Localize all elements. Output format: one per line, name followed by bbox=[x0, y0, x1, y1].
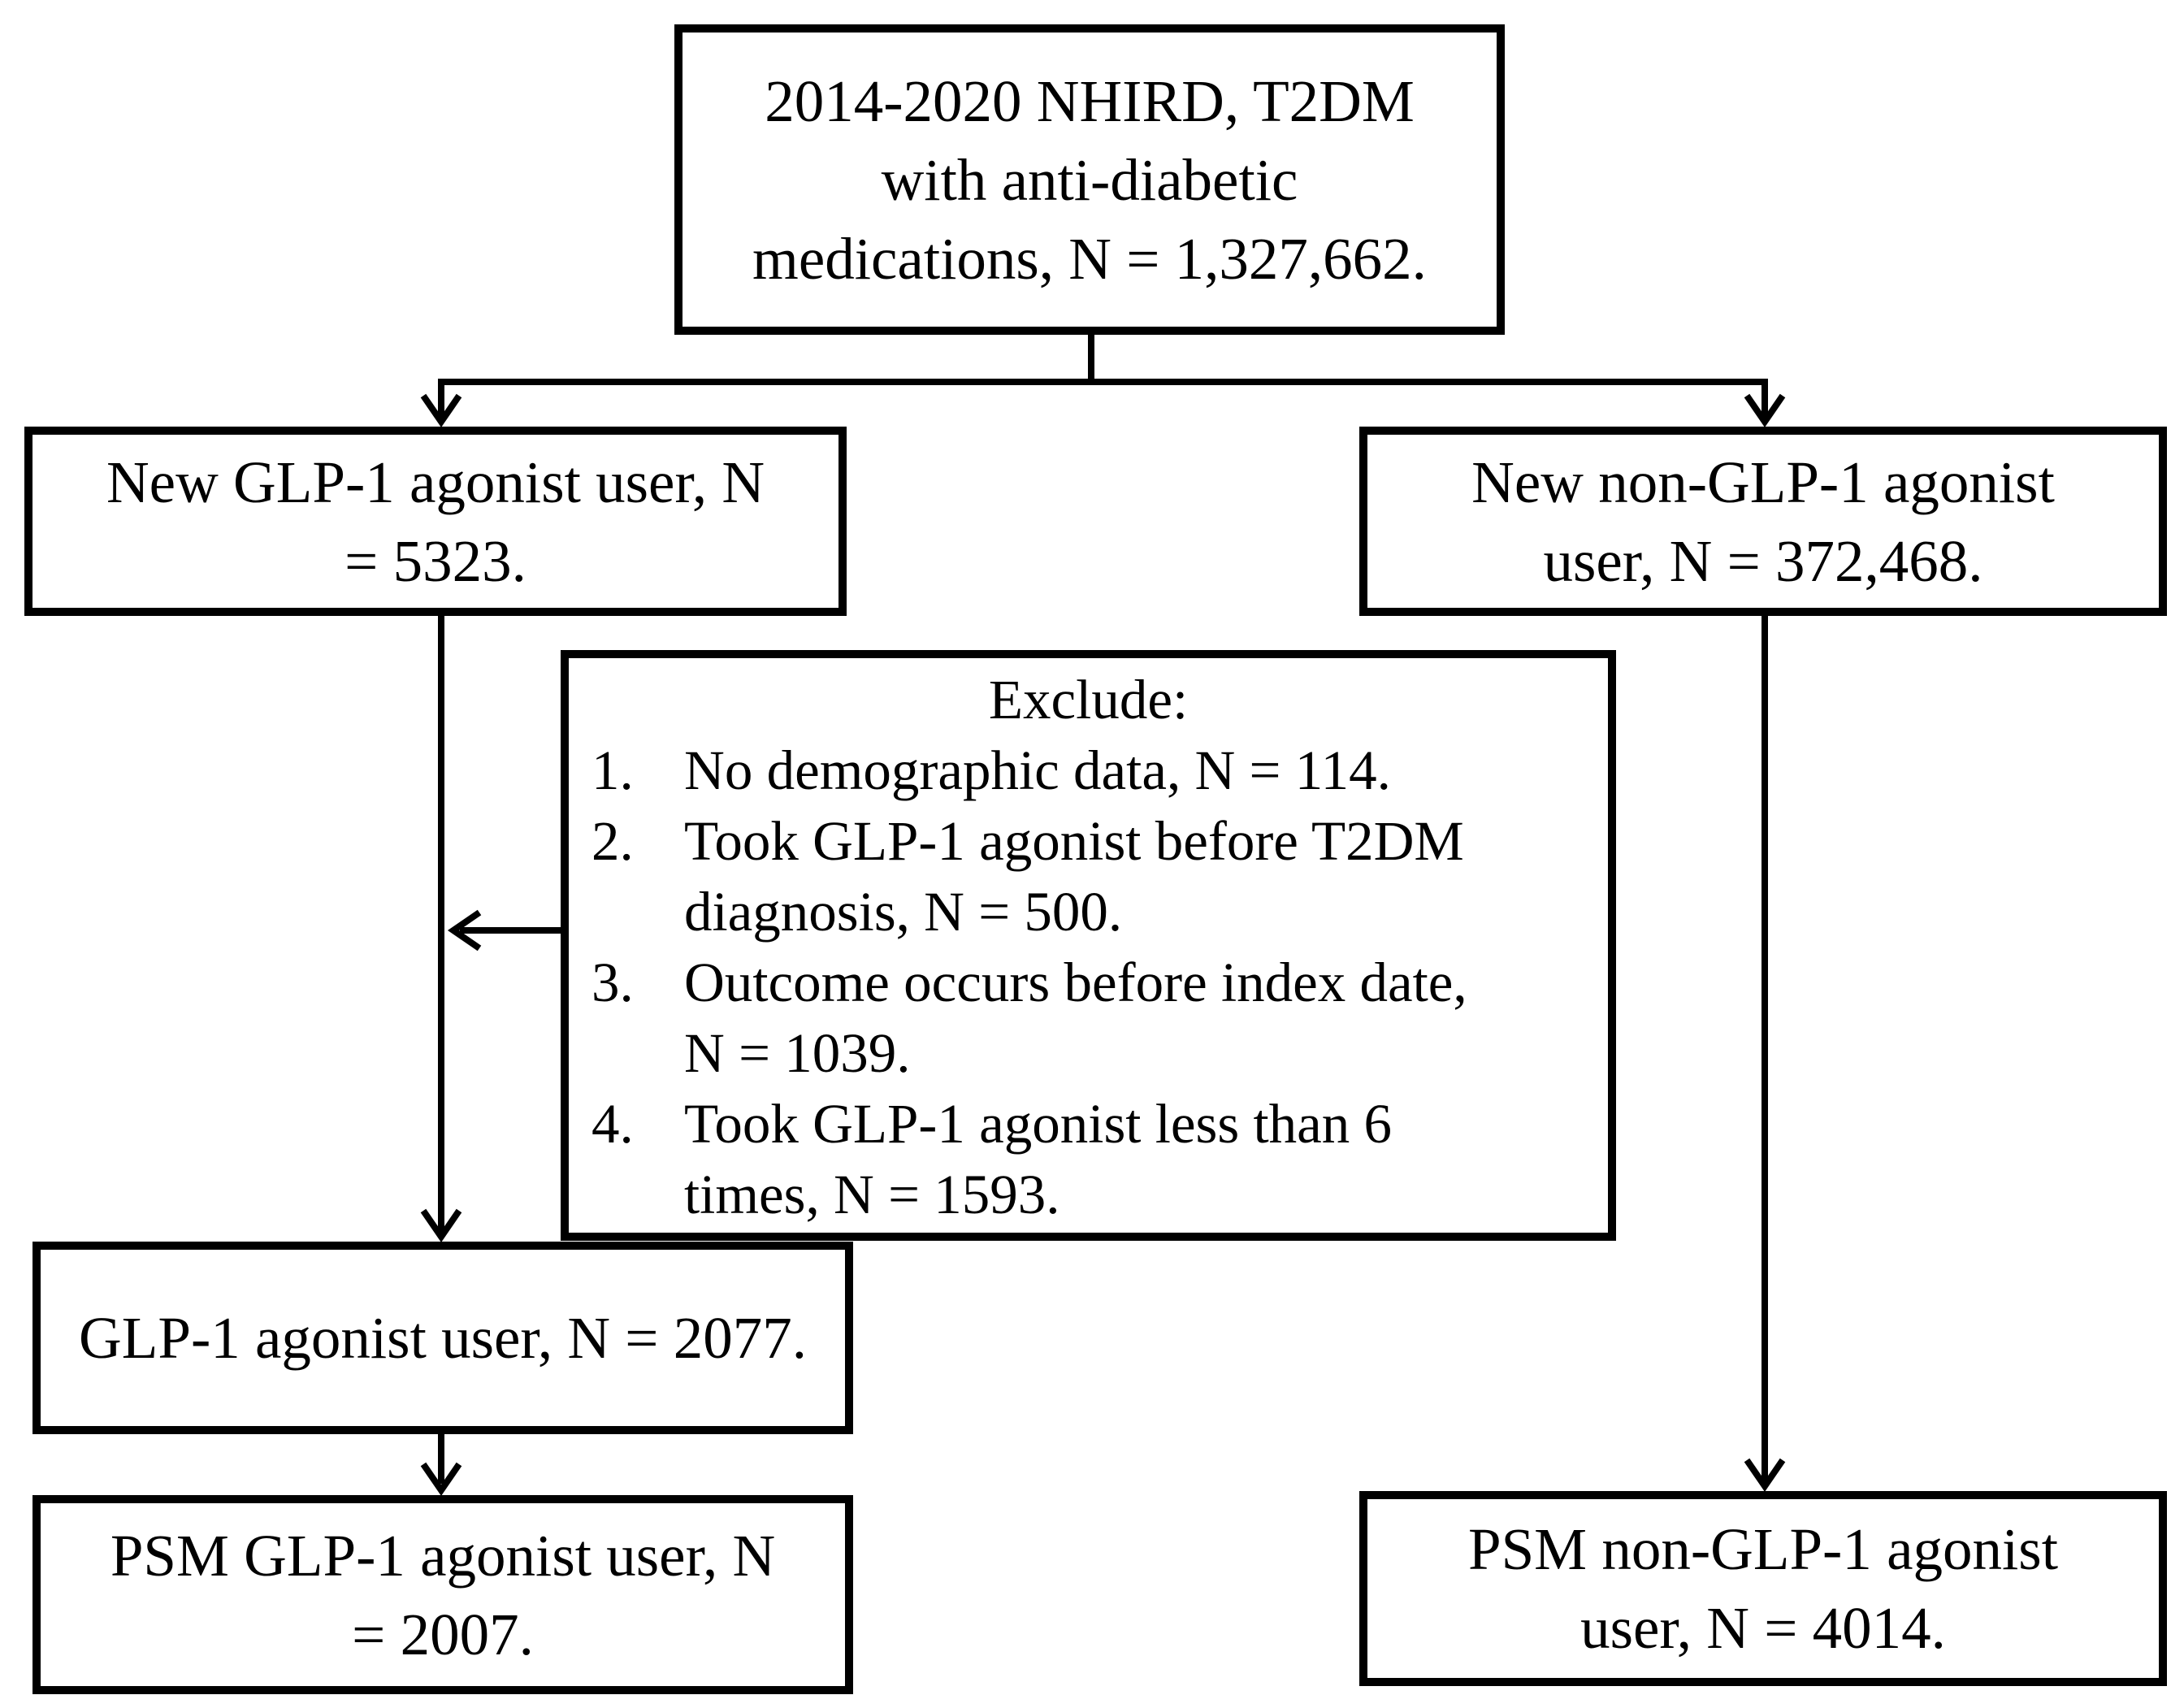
box-text-line: user, N = 4014. bbox=[1580, 1595, 1946, 1661]
exclusion-item-number: 2. bbox=[592, 810, 634, 872]
exclusion-item-text-line: times, N = 1593. bbox=[684, 1164, 1060, 1225]
exclusion-item-text-line: Took GLP-1 agonist before T2DM bbox=[684, 810, 1464, 872]
exclusion-item-text-line: Outcome occurs before index date, bbox=[684, 952, 1467, 1013]
exclusion-item: 1. No demographic data, N = 114. bbox=[580, 735, 1597, 806]
box-glp1-user: GLP-1 agonist user, N = 2077. bbox=[32, 1242, 853, 1434]
exclusion-item-text-line: N = 1039. bbox=[684, 1022, 911, 1084]
box-exclusion-criteria: Exclude: 1. No demographic data, N = 114… bbox=[561, 650, 1616, 1241]
exclusion-item-text: Took GLP-1 agonist before T2DM diagnosis… bbox=[684, 806, 1597, 947]
box-text-line: 2014-2020 NHIRD, T2DM bbox=[765, 67, 1415, 134]
box-text-line: PSM GLP-1 agonist user, N bbox=[110, 1522, 776, 1589]
exclusion-item-number: 4. bbox=[592, 1093, 634, 1155]
exclusion-item-text: No demographic data, N = 114. bbox=[684, 735, 1597, 806]
exclusion-title: Exclude: bbox=[988, 669, 1189, 730]
arrow-down-icon bbox=[420, 1208, 462, 1243]
exclusion-item-text-line: No demographic data, N = 114. bbox=[684, 739, 1391, 801]
box-text-line: GLP-1 agonist user, N = 2077. bbox=[79, 1305, 807, 1371]
exclusion-item-text-line: diagnosis, N = 500. bbox=[684, 881, 1123, 943]
box-text-line: = 2007. bbox=[352, 1601, 534, 1667]
exclusion-item: 4. Took GLP-1 agonist less than 6 times,… bbox=[580, 1089, 1597, 1230]
box-new-glp1-user: New GLP-1 agonist user, N = 5323. bbox=[24, 427, 847, 616]
exclusion-item-number: 3. bbox=[592, 952, 634, 1013]
box-text-line: New GLP-1 agonist user, N bbox=[106, 449, 765, 515]
box-text-line: = 5323. bbox=[344, 527, 526, 594]
exclusion-item: 2. Took GLP-1 agonist before T2DM diagno… bbox=[580, 806, 1597, 947]
exclusion-item-text: Outcome occurs before index date, N = 10… bbox=[684, 947, 1597, 1089]
exclusion-item: 3. Outcome occurs before index date, N =… bbox=[580, 947, 1597, 1089]
box-text-line: medications, N = 1,327,662. bbox=[752, 225, 1427, 292]
arrow-down-icon bbox=[420, 1462, 462, 1497]
box-source-population: 2014-2020 NHIRD, T2DM with anti-diabetic… bbox=[674, 24, 1505, 335]
exclusion-item-text: Took GLP-1 agonist less than 6 times, N … bbox=[684, 1089, 1597, 1230]
box-text-line: New non-GLP-1 agonist bbox=[1471, 449, 2055, 515]
arrow-left-icon bbox=[447, 909, 482, 952]
arrow-down-icon bbox=[420, 393, 462, 428]
box-text-line: PSM non-GLP-1 agonist bbox=[1467, 1516, 2058, 1582]
box-psm-non-glp1-user: PSM non-GLP-1 agonist user, N = 4014. bbox=[1359, 1491, 2167, 1686]
box-psm-glp1-user: PSM GLP-1 agonist user, N = 2007. bbox=[32, 1495, 853, 1694]
arrow-down-icon bbox=[1744, 1458, 1786, 1493]
exclusion-item-text-line: Took GLP-1 agonist less than 6 bbox=[684, 1093, 1393, 1155]
box-new-non-glp1-user: New non-GLP-1 agonist user, N = 372,468. bbox=[1359, 427, 2167, 616]
box-text-line: with anti-diabetic bbox=[881, 146, 1298, 213]
box-text-line: user, N = 372,468. bbox=[1543, 527, 1983, 594]
exclusion-item-number: 1. bbox=[592, 739, 634, 801]
arrow-down-icon bbox=[1744, 393, 1786, 428]
